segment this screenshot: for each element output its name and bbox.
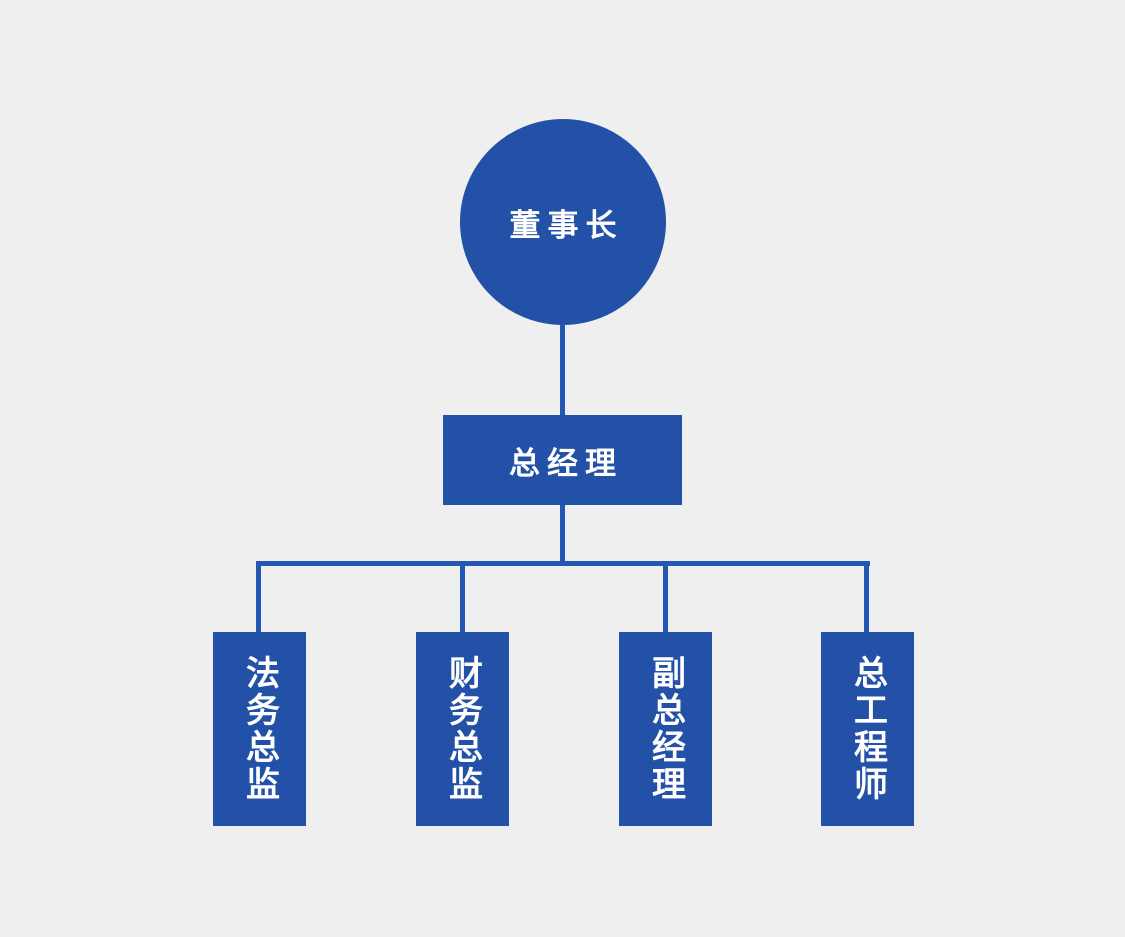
- legal-director-label: 法务总监: [240, 655, 279, 803]
- general-manager-label: 总经理: [509, 445, 623, 481]
- deputy-general-manager-label: 副总经理: [646, 655, 685, 803]
- chairman-node: 董事长: [460, 119, 666, 325]
- connector-gm-to-rail: [560, 505, 565, 566]
- legal-director-node: 法务总监: [213, 632, 306, 826]
- connector-drop-deputy-gm: [663, 561, 668, 632]
- chief-engineer-node: 总工程师: [821, 632, 914, 826]
- finance-director-node: 财务总监: [416, 632, 509, 826]
- connector-horizontal-rail: [256, 561, 870, 566]
- connector-root-to-gm: [560, 324, 565, 415]
- chairman-label: 董事长: [509, 207, 624, 243]
- connector-drop-legal-director: [256, 561, 261, 632]
- connector-drop-chief-engineer: [864, 561, 869, 632]
- finance-director-label: 财务总监: [443, 655, 482, 803]
- general-manager-node: 总经理: [443, 415, 682, 505]
- connector-drop-finance-director: [460, 561, 465, 632]
- chief-engineer-label: 总工程师: [848, 655, 887, 803]
- deputy-general-manager-node: 副总经理: [619, 632, 712, 826]
